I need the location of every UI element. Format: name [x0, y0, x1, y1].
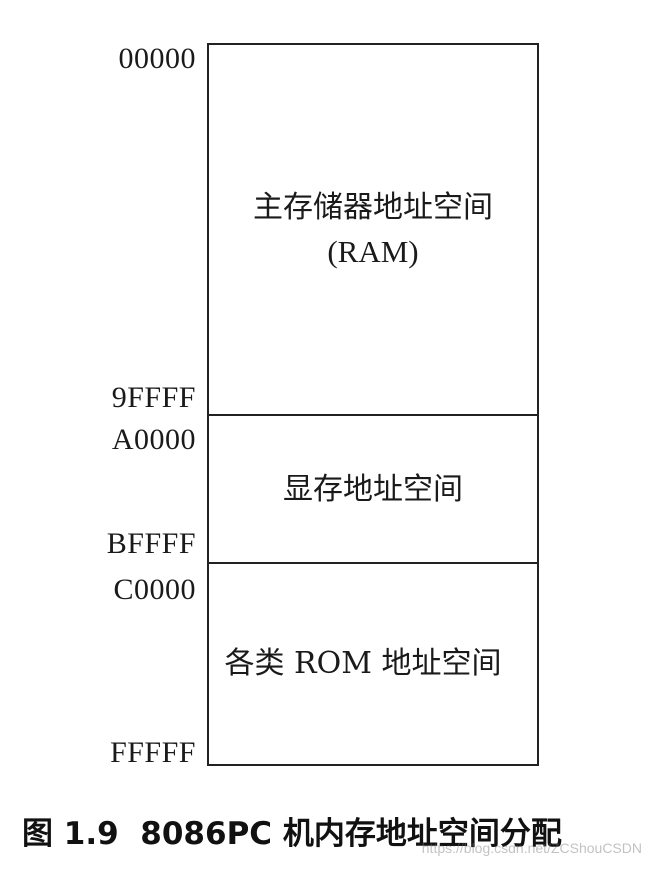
watermark: https://blog.csdn.net/ZCShouCSDN — [421, 840, 642, 856]
address-label-bffff: BFFFF — [106, 527, 196, 560]
figure-caption: 图 1.9 8086PC 机内存地址空间分配 — [22, 816, 562, 852]
address-label-00000: 00000 — [118, 42, 196, 75]
region-rom-name: 各类 ROM 地址空间 — [224, 646, 502, 681]
address-label-fffff: FFFFF — [110, 736, 196, 769]
region-vram-name: 显存地址空间 — [283, 471, 463, 507]
memory-map: 主存储器地址空间 (RAM) 显存地址空间 各类 ROM 地址空间 — [207, 43, 539, 766]
region-ram-name: 主存储器地址空间 — [253, 190, 493, 225]
region-vram: 显存地址空间 — [209, 416, 537, 563]
region-rom: 各类 ROM 地址空间 — [209, 564, 537, 764]
divider-ram-vram — [209, 414, 537, 416]
address-label-9ffff: 9FFFF — [111, 381, 196, 414]
region-ram-sub: (RAM) — [327, 234, 419, 269]
address-label-a0000: A0000 — [111, 423, 196, 456]
divider-vram-rom — [209, 562, 537, 564]
region-ram: 主存储器地址空间 (RAM) — [209, 45, 537, 415]
address-label-c0000: C0000 — [113, 573, 196, 606]
